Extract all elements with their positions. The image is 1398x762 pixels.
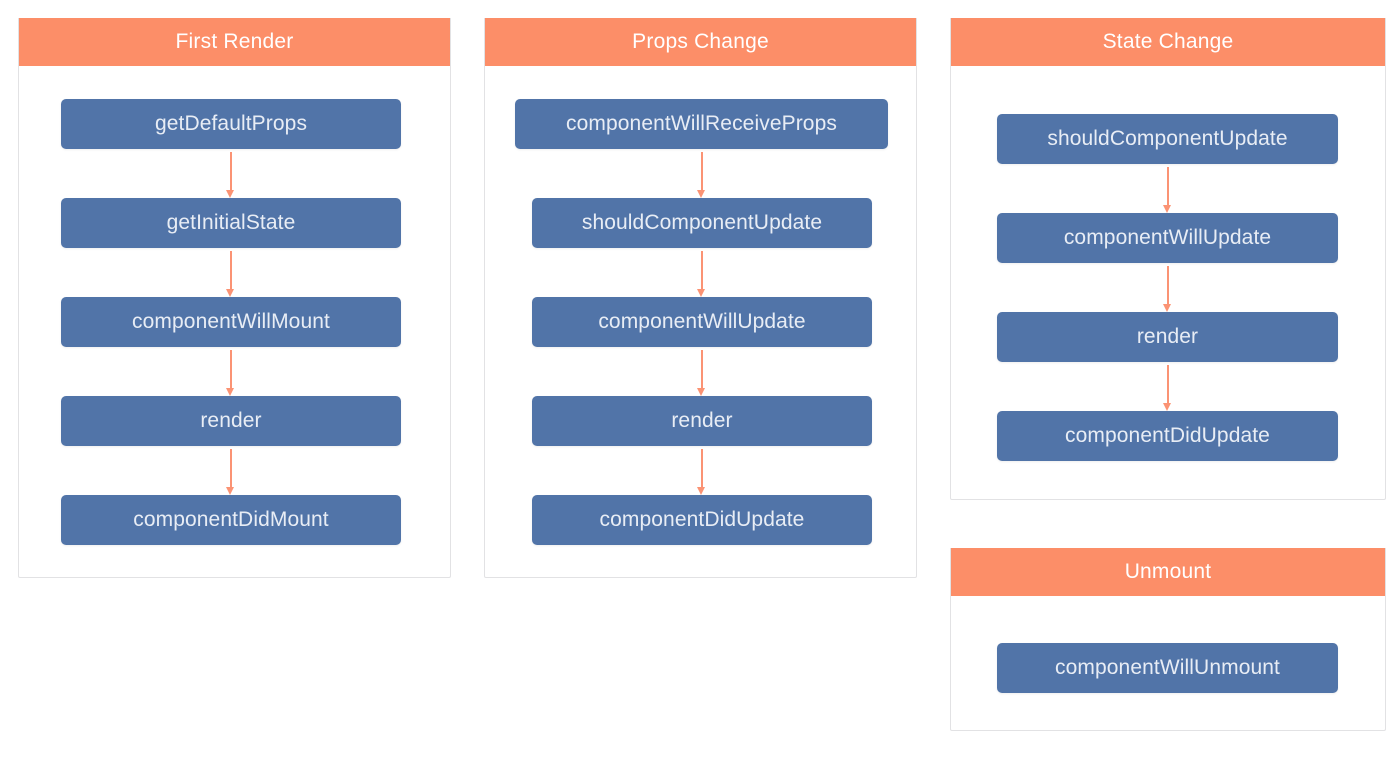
card-props-change: Props Change componentWillReceiveProps s… bbox=[484, 18, 917, 578]
node-componentwillmount[interactable]: componentWillMount bbox=[61, 297, 401, 347]
arrow-head bbox=[697, 388, 705, 396]
card-body-state-change: shouldComponentUpdate componentWillUpdat… bbox=[951, 66, 1385, 499]
node-componentdidupdate[interactable]: componentDidUpdate bbox=[997, 411, 1338, 461]
node-componentwillupdate[interactable]: componentWillUpdate bbox=[532, 297, 872, 347]
card-header-unmount: Unmount bbox=[951, 548, 1385, 596]
arrow-1 bbox=[1163, 167, 1172, 213]
arrow-head bbox=[1163, 304, 1171, 312]
node-shouldcomponentupdate[interactable]: shouldComponentUpdate bbox=[997, 114, 1338, 164]
arrow-head bbox=[697, 487, 705, 495]
arrow-4 bbox=[226, 449, 235, 495]
arrow-head bbox=[226, 289, 234, 297]
arrow-shaft bbox=[230, 251, 232, 290]
card-body-unmount: componentWillUnmount bbox=[951, 596, 1385, 730]
arrow-2 bbox=[697, 251, 706, 297]
arrow-4 bbox=[697, 449, 706, 495]
node-componentdidupdate[interactable]: componentDidUpdate bbox=[532, 495, 872, 545]
card-state-change: State Change shouldComponentUpdate compo… bbox=[950, 18, 1386, 500]
node-shouldcomponentupdate[interactable]: shouldComponentUpdate bbox=[532, 198, 872, 248]
arrow-shaft bbox=[701, 350, 703, 389]
card-body-props-change: componentWillReceiveProps shouldComponen… bbox=[485, 66, 916, 577]
arrow-3 bbox=[226, 350, 235, 396]
arrow-1 bbox=[226, 152, 235, 198]
arrow-shaft bbox=[1167, 167, 1169, 206]
arrow-shaft bbox=[230, 449, 232, 488]
node-render[interactable]: render bbox=[532, 396, 872, 446]
node-componentwillunmount[interactable]: componentWillUnmount bbox=[997, 643, 1338, 693]
arrow-head bbox=[226, 190, 234, 198]
arrow-shaft bbox=[230, 350, 232, 389]
arrow-shaft bbox=[1167, 266, 1169, 305]
arrow-3 bbox=[1163, 365, 1172, 411]
arrow-3 bbox=[697, 350, 706, 396]
arrow-head bbox=[697, 289, 705, 297]
card-header-props-change: Props Change bbox=[485, 18, 916, 66]
arrow-2 bbox=[1163, 266, 1172, 312]
node-getinitialstate[interactable]: getInitialState bbox=[61, 198, 401, 248]
arrow-shaft bbox=[230, 152, 232, 191]
arrow-1 bbox=[697, 152, 706, 198]
card-header-first-render: First Render bbox=[19, 18, 450, 66]
arrow-head bbox=[697, 190, 705, 198]
arrow-shaft bbox=[701, 449, 703, 488]
arrow-2 bbox=[226, 251, 235, 297]
arrow-head bbox=[226, 487, 234, 495]
arrow-head bbox=[1163, 403, 1171, 411]
node-render[interactable]: render bbox=[997, 312, 1338, 362]
arrow-shaft bbox=[701, 152, 703, 191]
card-first-render: First Render getDefaultProps getInitialS… bbox=[18, 18, 451, 578]
arrow-head bbox=[1163, 205, 1171, 213]
card-body-first-render: getDefaultProps getInitialState componen… bbox=[19, 66, 450, 577]
card-header-state-change: State Change bbox=[951, 18, 1385, 66]
card-unmount: Unmount componentWillUnmount bbox=[950, 548, 1386, 731]
node-componentdidmount[interactable]: componentDidMount bbox=[61, 495, 401, 545]
arrow-shaft bbox=[701, 251, 703, 290]
node-componentwillupdate[interactable]: componentWillUpdate bbox=[997, 213, 1338, 263]
node-getdefaultprops[interactable]: getDefaultProps bbox=[61, 99, 401, 149]
arrow-shaft bbox=[1167, 365, 1169, 404]
node-render[interactable]: render bbox=[61, 396, 401, 446]
node-componentwillreceiveprops[interactable]: componentWillReceiveProps bbox=[515, 99, 888, 149]
arrow-head bbox=[226, 388, 234, 396]
